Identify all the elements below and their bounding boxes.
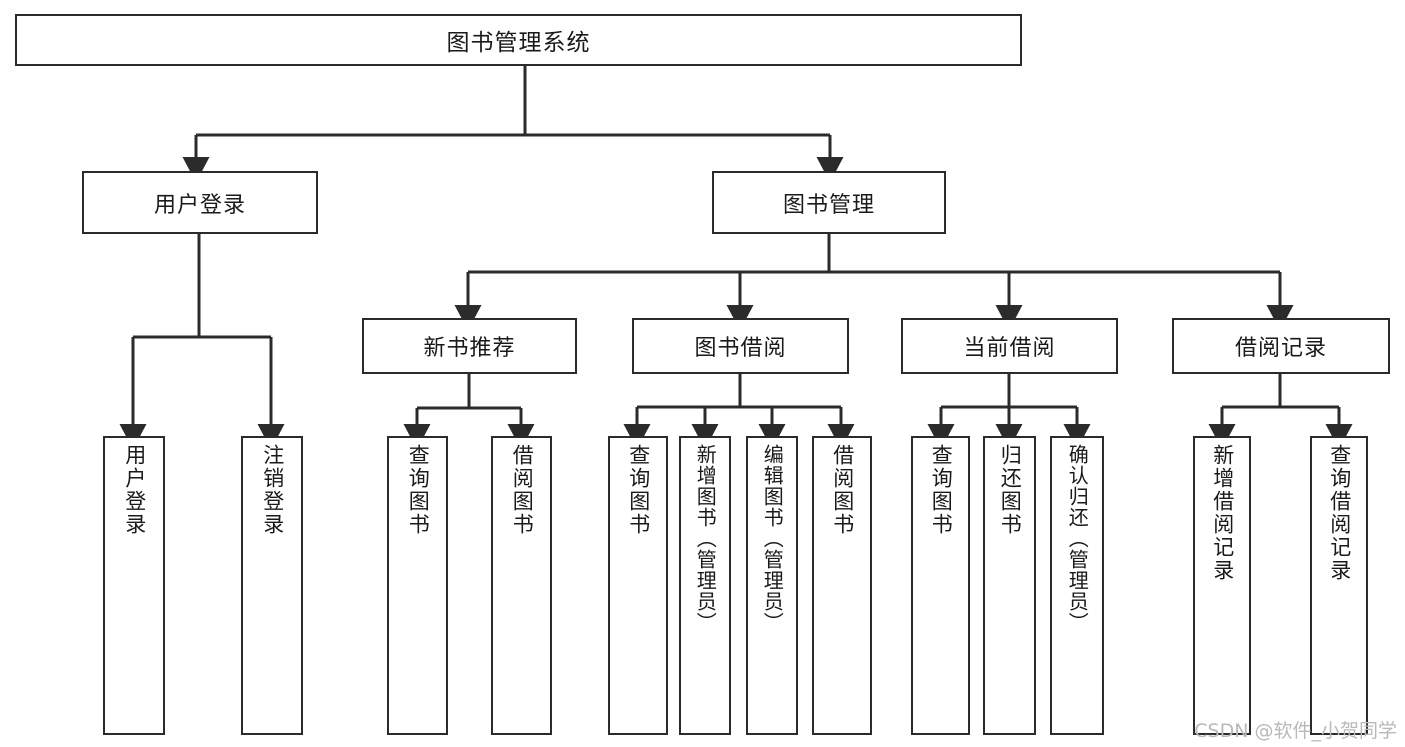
node-label: 借阅记录 [1234, 336, 1327, 361]
node-label: 新书推荐 [423, 336, 516, 361]
leaf-label: 确认归还（管理员） [1065, 444, 1090, 633]
leaf-label: 查询图书 [929, 444, 954, 536]
node-user-login[interactable]: 用户登录 [82, 171, 318, 234]
leaf-query-books-new-book[interactable]: 查询图书 [387, 436, 448, 735]
leaf-query-books-current[interactable]: 查询图书 [911, 436, 970, 735]
leaf-add-borrow-record[interactable]: 新增借阅记录 [1193, 436, 1251, 735]
node-borrowing-record[interactable]: 借阅记录 [1172, 318, 1390, 374]
leaf-user-login[interactable]: 用户登录 [103, 436, 165, 735]
leaf-label: 查询借阅记录 [1327, 444, 1352, 582]
leaf-label: 查询图书 [626, 444, 651, 536]
node-label: 图书管理系统 [446, 30, 591, 56]
leaf-label: 新增借阅记录 [1210, 444, 1235, 582]
leaf-label: 归还图书 [998, 444, 1023, 536]
node-current-borrowing[interactable]: 当前借阅 [901, 318, 1118, 374]
node-label: 用户登录 [153, 192, 246, 218]
leaf-edit-book-admin[interactable]: 编辑图书（管理员） [746, 436, 798, 735]
node-label: 图书借阅 [694, 336, 787, 361]
leaf-label: 编辑图书（管理员） [760, 444, 785, 633]
leaf-label: 新增图书（管理员） [693, 444, 718, 633]
node-label: 图书管理 [782, 192, 875, 218]
leaf-borrow-books[interactable]: 借阅图书 [812, 436, 872, 735]
node-new-book-recommendation[interactable]: 新书推荐 [362, 318, 577, 374]
leaf-logout-login[interactable]: 注销登录 [241, 436, 303, 735]
node-book-borrowing[interactable]: 图书借阅 [632, 318, 849, 374]
node-book-management[interactable]: 图书管理 [712, 171, 946, 234]
node-label: 当前借阅 [963, 336, 1056, 361]
leaf-confirm-return-admin[interactable]: 确认归还（管理员） [1050, 436, 1104, 735]
leaf-borrow-books-new-book[interactable]: 借阅图书 [491, 436, 552, 735]
leaf-add-book-admin[interactable]: 新增图书（管理员） [679, 436, 731, 735]
leaf-label: 用户登录 [122, 444, 147, 536]
watermark: CSDN @软件_小贺同学 [1194, 720, 1397, 742]
leaf-query-borrow-record[interactable]: 查询借阅记录 [1310, 436, 1368, 735]
leaf-label: 注销登录 [260, 444, 285, 536]
leaf-label: 借阅图书 [510, 444, 535, 536]
leaf-return-books[interactable]: 归还图书 [983, 436, 1036, 735]
leaf-query-books-borrow[interactable]: 查询图书 [608, 436, 668, 735]
leaf-label: 借阅图书 [830, 444, 855, 536]
node-root-book-management-system[interactable]: 图书管理系统 [15, 14, 1022, 66]
leaf-label: 查询图书 [406, 444, 431, 536]
